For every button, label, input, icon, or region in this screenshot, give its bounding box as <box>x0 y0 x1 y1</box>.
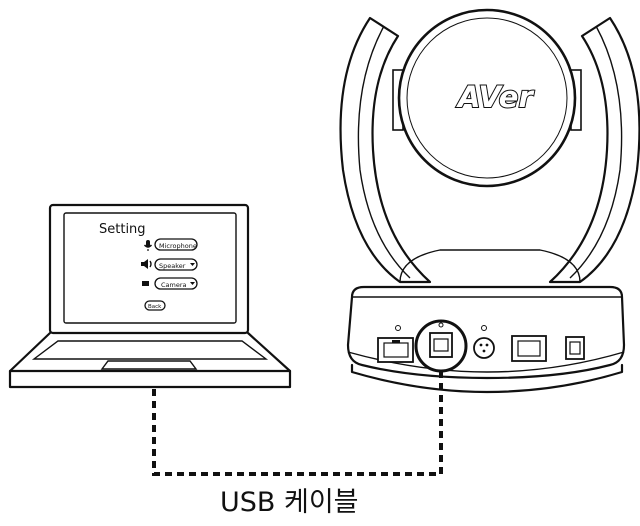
laptop-lid <box>48 203 250 335</box>
microphone-icon <box>143 240 153 251</box>
dc-power-port <box>565 336 585 360</box>
camera-select-arrow-icon <box>190 282 195 285</box>
camera-head <box>397 8 577 188</box>
camera-icon <box>142 281 149 286</box>
usb-cable-caption: USB 케이블 <box>220 487 359 518</box>
camera-base <box>346 285 626 380</box>
setting-row-camera: Camera <box>142 277 198 290</box>
laptop-trackpad <box>100 360 198 370</box>
usb-cable-line <box>152 372 443 476</box>
camera-arm-left <box>339 16 432 284</box>
camera-ports-panel <box>377 319 585 373</box>
round-connector <box>473 325 495 359</box>
speaker-select-value: Speaker <box>159 262 186 270</box>
microphone-select[interactable] <box>154 238 198 251</box>
speaker-select-arrow-icon <box>190 263 195 266</box>
setting-row-speaker: Speaker <box>141 258 198 271</box>
laptop: Setting Microphone Speaker <box>8 203 292 389</box>
speaker-select[interactable] <box>154 258 198 271</box>
speaker-icon <box>141 259 152 269</box>
lan-port-right <box>511 335 547 362</box>
camera-select[interactable] <box>154 277 198 290</box>
laptop-screen <box>63 212 237 324</box>
back-button-label: Back <box>148 304 162 310</box>
lan-port-left <box>377 325 414 363</box>
laptop-base <box>8 331 292 389</box>
usb-port <box>414 319 468 373</box>
back-button[interactable]: Back <box>144 300 166 311</box>
screen-title: Setting <box>99 222 146 237</box>
camera-select-value: Camera <box>161 281 187 289</box>
camera-arm-right <box>548 16 640 284</box>
setting-row-microphone: Microphone <box>143 238 198 251</box>
microphone-select-value: Microphone <box>159 242 197 250</box>
camera-brand-logo: AVer <box>456 80 534 114</box>
laptop-keyboard <box>31 340 269 360</box>
ptz-camera: AVer <box>339 8 640 394</box>
